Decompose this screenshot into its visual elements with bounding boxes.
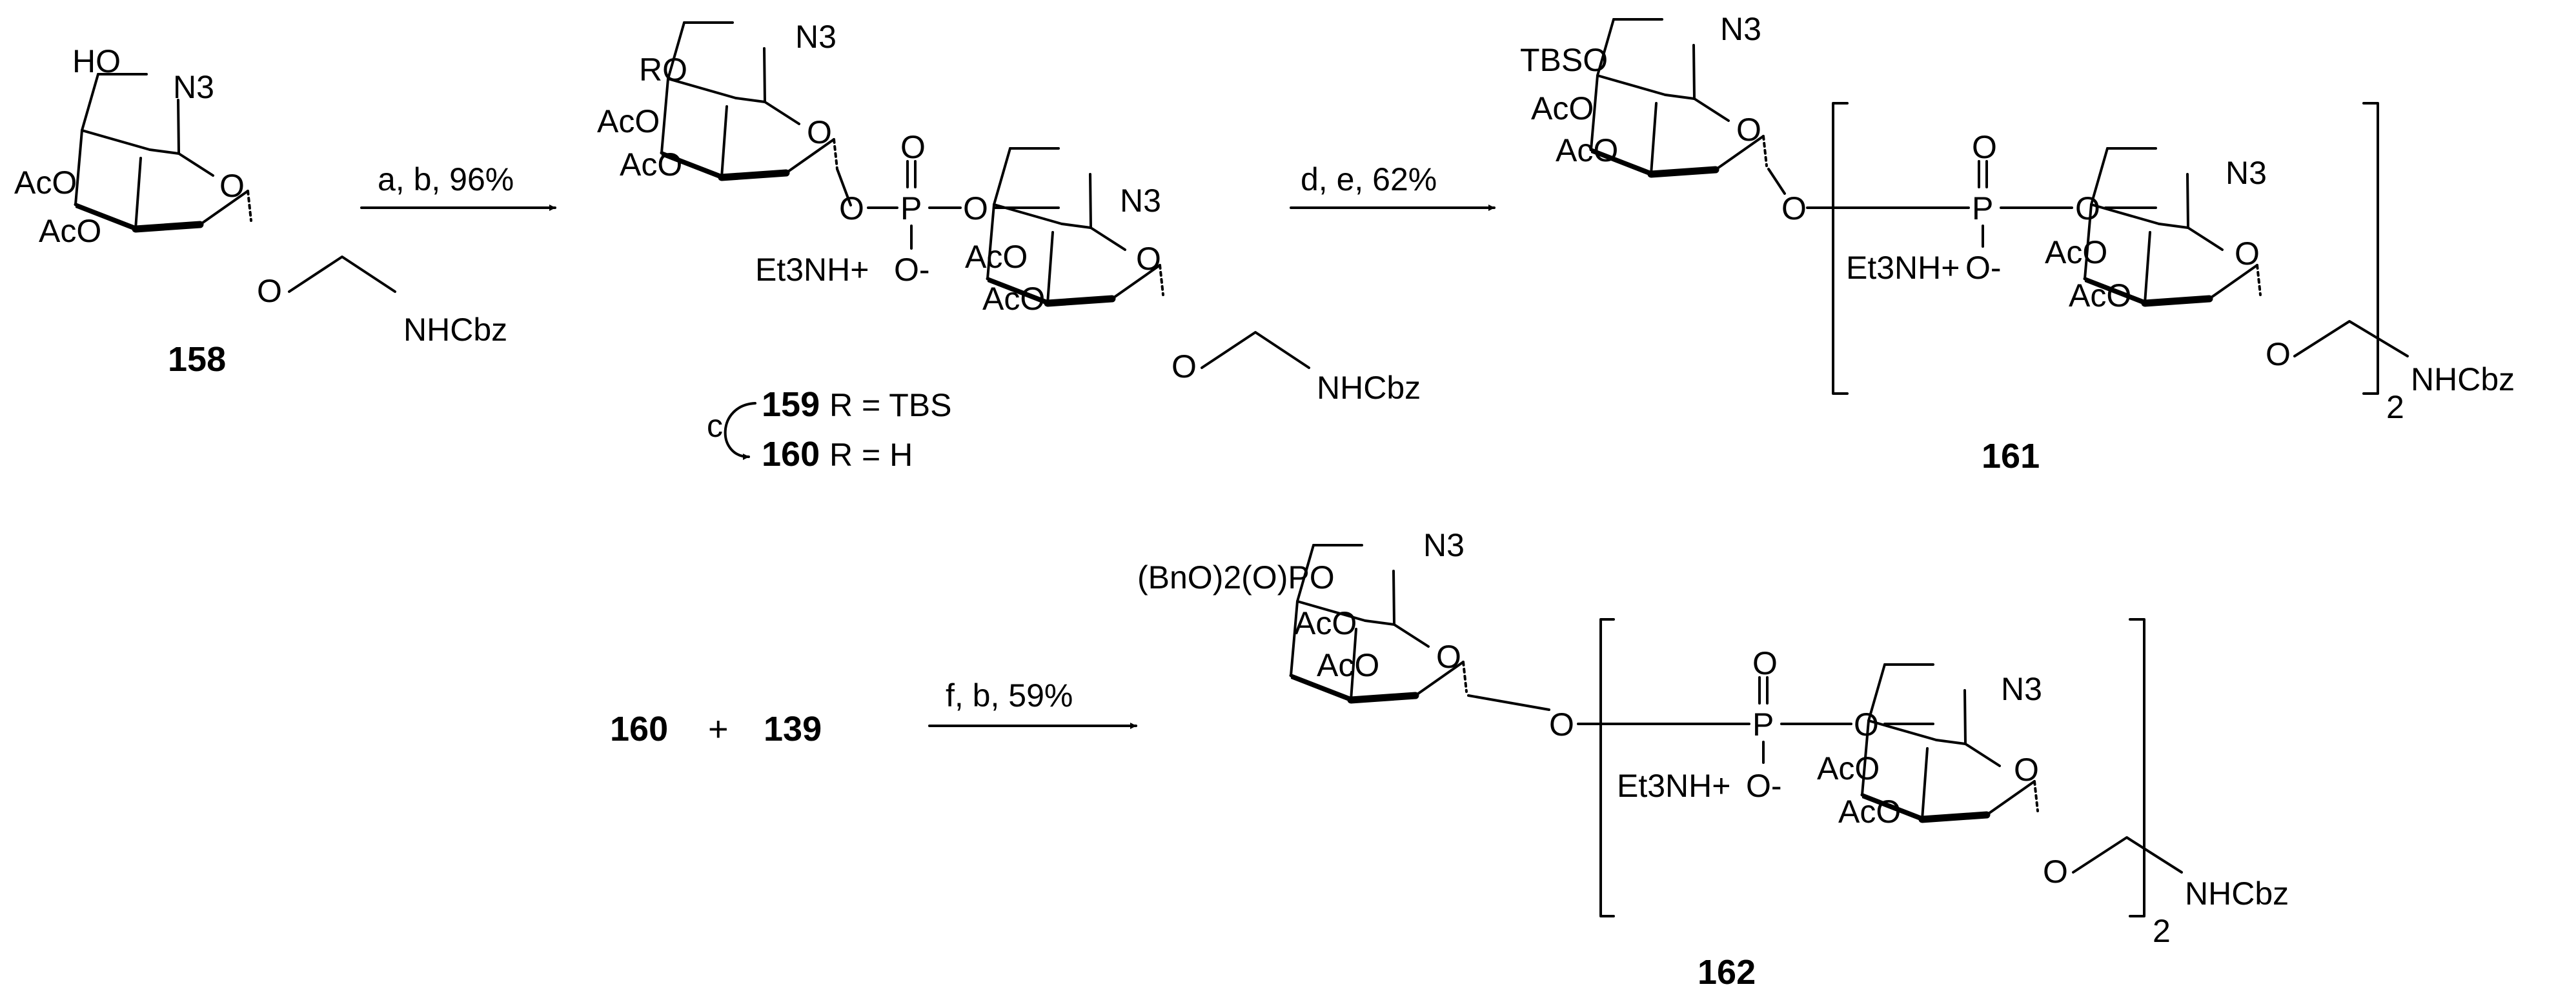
arrow-conditions: d, e, 62%: [1301, 161, 1437, 197]
atom-label-phosphorus: P: [900, 190, 922, 226]
ethyl-linker-bond: [288, 255, 396, 293]
reactants: 160 + 139: [610, 710, 822, 748]
atom-label-ring-oxygen-a: O: [1736, 112, 1761, 148]
atom-label-aco-a1: AcO: [597, 103, 660, 139]
reactant-160: 160: [610, 710, 668, 748]
atom-label-ring-oxygen-a: O: [807, 114, 832, 150]
atom-label-glycosidic-oxygen: O: [257, 273, 282, 309]
atom-label-oxygen-link: O: [1549, 706, 1574, 743]
atom-label-phosphorus: P: [1972, 190, 1993, 226]
atom-label-aco-b2: AcO: [982, 281, 1045, 317]
atom-label-ring-oxygen-b: O: [1136, 241, 1161, 277]
atom-label-oxygen-p2: O: [963, 190, 988, 226]
compound-162: (BnO)2(O)PO N3 AcO AcO O O P O O Et3NH+ …: [1137, 527, 2289, 991]
atom-label-oxide: O-: [1746, 768, 1782, 804]
atom-label-phosphorus: P: [1752, 706, 1774, 743]
atom-label-aco-b1: AcO: [2045, 234, 2107, 270]
atom-label-oxygen-p1: O: [839, 190, 864, 226]
atom-label-oxygen-link: O: [1781, 190, 1807, 226]
atom-label-aco-a2: AcO: [620, 146, 682, 183]
compound-number-159: 159: [762, 385, 820, 424]
r-definition-160: R = H: [829, 437, 913, 473]
atom-label-aco-b2: AcO: [2069, 277, 2131, 314]
atom-label-glycosidic-oxygen: O: [2266, 336, 2291, 372]
atom-label-nhcbz: NHCbz: [2411, 361, 2515, 397]
atom-label-glycosidic-oxygen: O: [2043, 854, 2068, 890]
repeat-bracket-right: [2129, 618, 2145, 917]
ethyl-linker-bond: [2293, 320, 2409, 357]
atom-label-aco-a2: AcO: [1317, 647, 1379, 683]
repeat-bracket-left: [1599, 618, 1615, 917]
reactant-139: 139: [764, 710, 822, 748]
ethyl-linker-bond: [1201, 331, 1310, 369]
atom-label-oxygen-p2: O: [2075, 190, 2100, 226]
atom-label-n3-a: N3: [1720, 11, 1761, 47]
atom-label-oxide: O-: [894, 252, 930, 288]
reaction-arrow-1: a, b, 96%: [360, 161, 556, 211]
compound-158: HO N3 AcO AcO O O NHCbz 158: [14, 43, 507, 379]
compound-161: TBSO N3 AcO AcO O O P O O Et3NH+ O- N3 A…: [1520, 11, 2515, 475]
repeat-subscript: 2: [2386, 389, 2404, 425]
atom-label-aco-lower: AcO: [39, 213, 101, 249]
pyranose-ring: [76, 74, 251, 232]
repeat-subscript: 2: [2153, 913, 2171, 949]
deprotection-arrow: c: [707, 402, 756, 460]
atom-label-nhcbz: NHCbz: [2185, 876, 2289, 912]
bond: [1767, 168, 1786, 195]
compound-number: 158: [168, 340, 226, 379]
compound-number: 162: [1698, 953, 1756, 991]
atom-label-aco-b1: AcO: [965, 239, 1028, 275]
atom-label-nhcbz: NHCbz: [403, 312, 507, 348]
atom-label-ring-oxygen-b: O: [2235, 235, 2260, 272]
atom-label-aco-b2: AcO: [1838, 794, 1901, 830]
atom-label-n3: N3: [173, 69, 214, 105]
atom-label-ring-oxygen-a: O: [1436, 639, 1461, 675]
ethyl-linker-bond: [2072, 836, 2183, 874]
atom-label-dibenzylphosphoryloxy: (BnO)2(O)PO: [1137, 559, 1335, 596]
atom-label-nhcbz: NHCbz: [1317, 370, 1421, 406]
atom-label-n3-b: N3: [2001, 671, 2042, 707]
atom-label-aco-a1: AcO: [1531, 90, 1594, 126]
atom-label-aco-a1: AcO: [1294, 605, 1357, 641]
plus-sign: +: [708, 710, 729, 748]
atom-label-triethylammonium: Et3NH+: [1846, 250, 1960, 286]
atom-label-glycosidic-oxygen: O: [1171, 348, 1197, 385]
atom-label-aco-a2: AcO: [1556, 132, 1618, 168]
atom-label-tbso: TBSO: [1520, 42, 1608, 78]
atom-label-aco-upper: AcO: [14, 165, 77, 201]
atom-label-ring-oxygen: O: [219, 168, 245, 204]
atom-label-oxygen-double: O: [900, 129, 926, 165]
r-definition-159: R = TBS: [829, 387, 951, 423]
atom-label-n3-b: N3: [1120, 183, 1161, 219]
curved-arrow: [724, 402, 756, 460]
atom-label-oxygen-double: O: [1752, 645, 1778, 681]
atom-label-oxygen-double: O: [1972, 129, 1997, 165]
step-label-c: c: [707, 408, 723, 444]
arrow-conditions: a, b, 96%: [378, 161, 514, 197]
atom-label-aco-b1: AcO: [1817, 750, 1880, 786]
reaction-arrow-3: f, b, 59%: [928, 677, 1137, 729]
atom-label-triethylammonium: Et3NH+: [755, 252, 869, 288]
atom-label-ho: HO: [72, 43, 121, 79]
repeat-bracket-right: [2362, 102, 2379, 395]
bond: [1467, 694, 1550, 711]
repeat-bracket-left: [1832, 102, 1849, 395]
atom-label-n3-a: N3: [795, 19, 837, 55]
atom-label-ro: RO: [639, 52, 687, 88]
compound-number-160: 160: [762, 435, 820, 474]
glycosyl-phosphate-bond: [836, 168, 852, 206]
arrow-conditions: f, b, 59%: [946, 677, 1073, 714]
compound-number: 161: [1982, 437, 2040, 475]
atom-label-ring-oxygen-b: O: [2014, 752, 2039, 788]
atom-label-n3-a: N3: [1423, 527, 1465, 563]
reaction-arrow-2: d, e, 62%: [1290, 161, 1496, 211]
compound-159-160: RO N3 AcO AcO O O P O O Et3NH+ O- N3 AcO…: [597, 19, 1421, 474]
atom-label-n3-b: N3: [2226, 155, 2267, 191]
atom-label-oxide: O-: [1965, 250, 2002, 286]
atom-label-triethylammonium: Et3NH+: [1617, 768, 1730, 804]
